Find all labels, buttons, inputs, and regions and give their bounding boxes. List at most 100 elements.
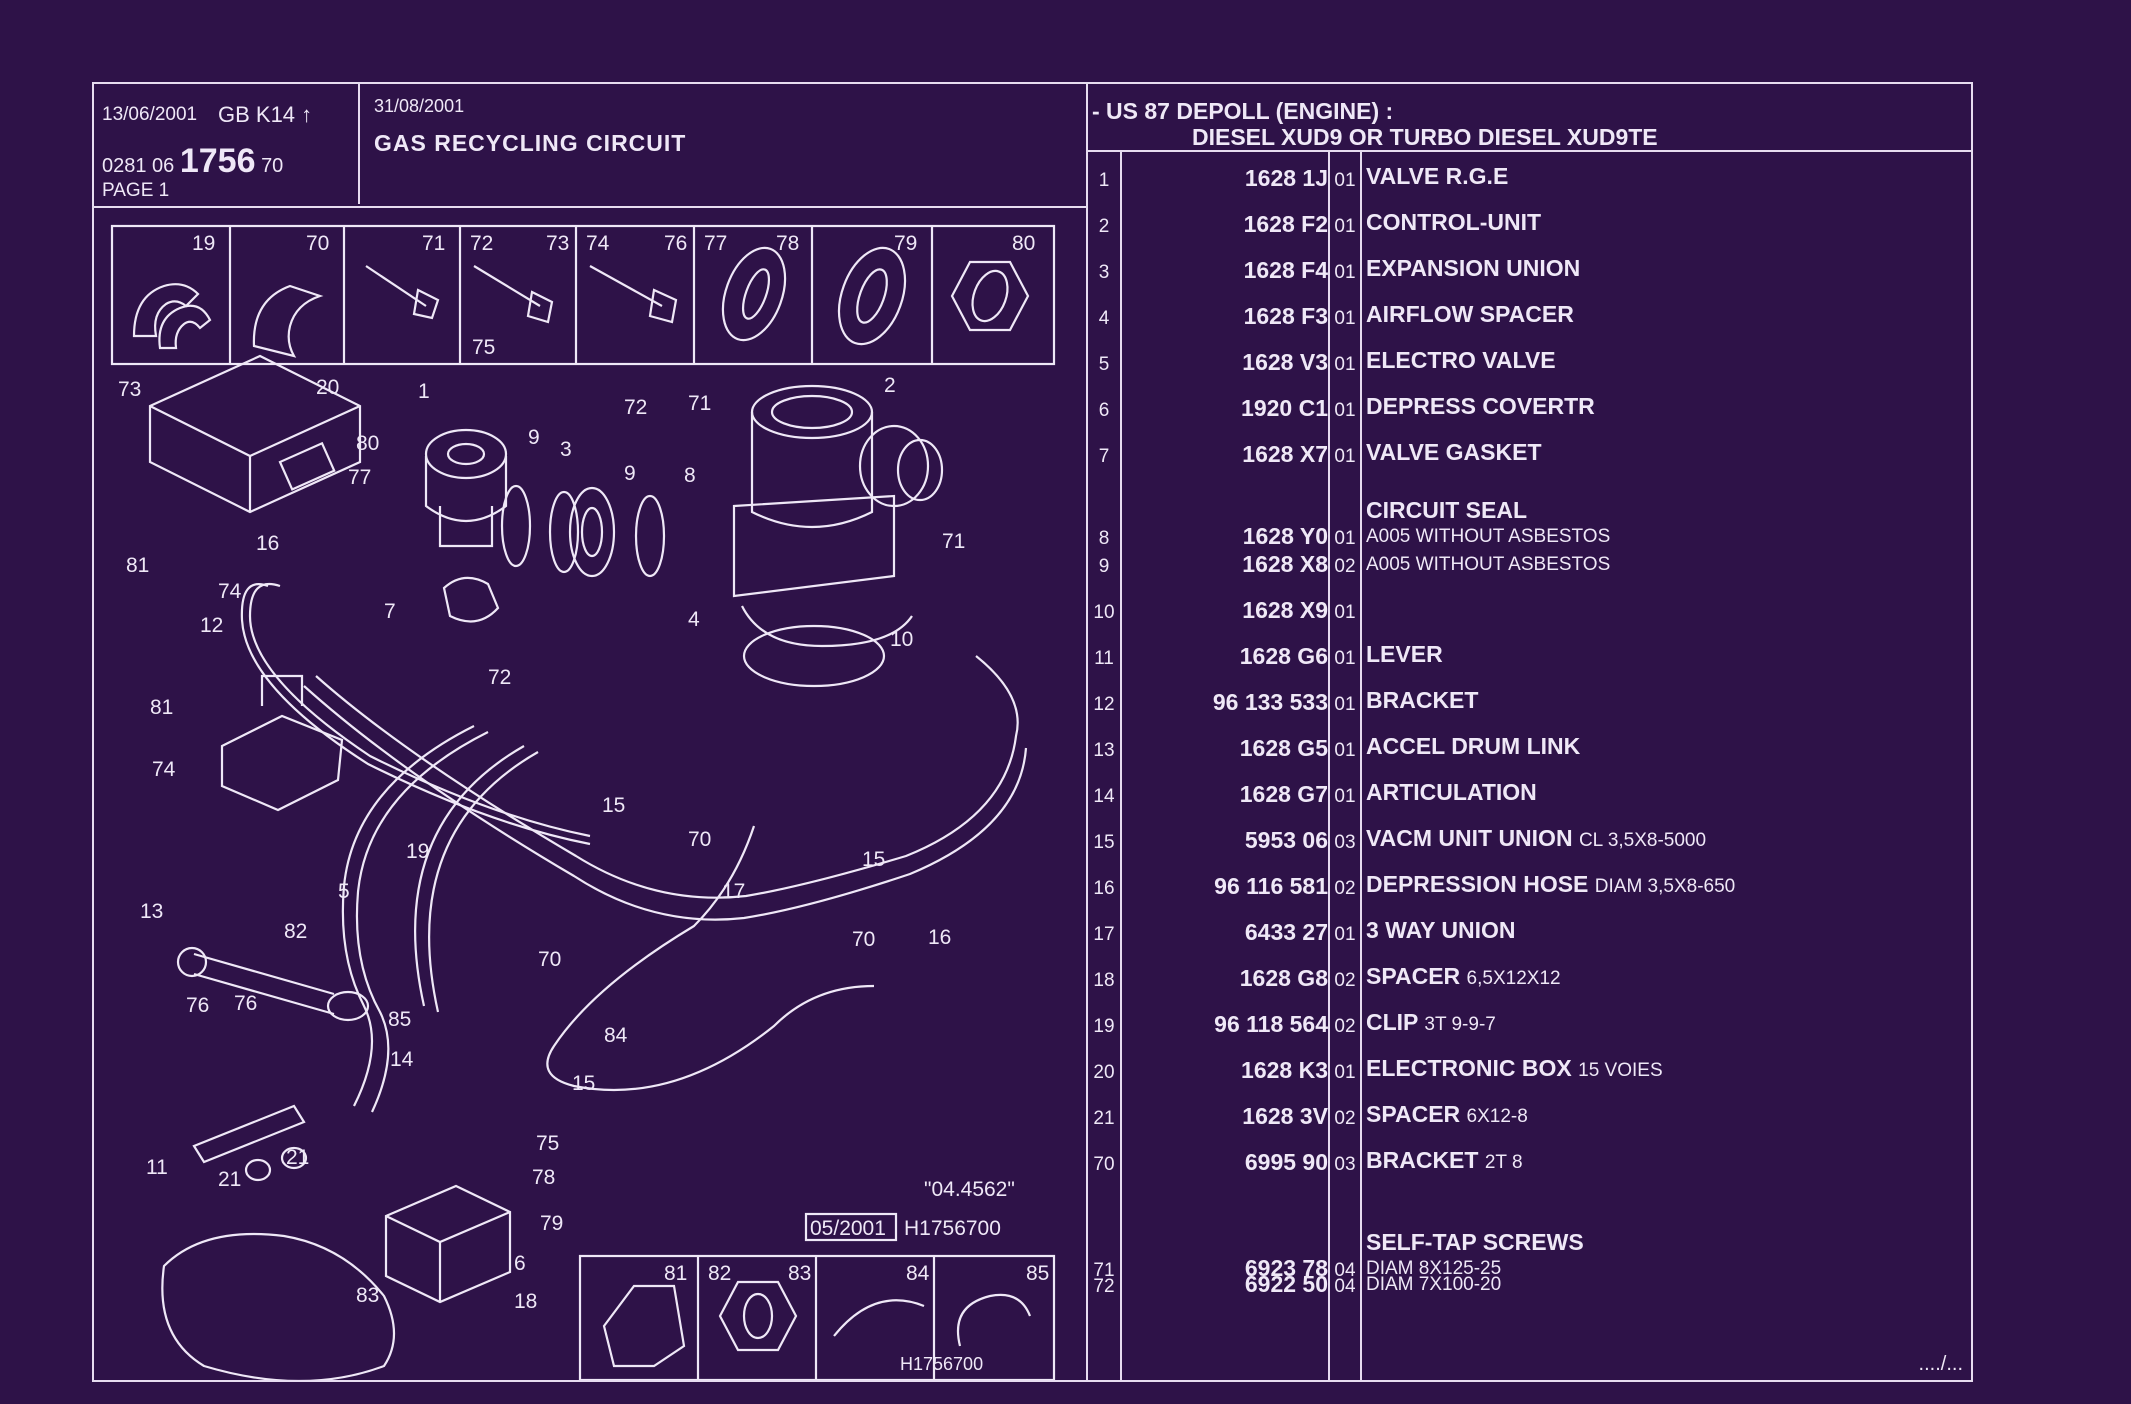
- callout: 75: [472, 336, 495, 359]
- callout: 17: [722, 880, 745, 903]
- callout: 71: [688, 392, 711, 415]
- part-reference: 1628 G6: [1239, 643, 1328, 669]
- callout: 74: [152, 758, 176, 781]
- callout: 19: [406, 840, 429, 863]
- part-reference: 1628 G5: [1239, 735, 1328, 761]
- description-main: DEPRESS COVERTR: [1366, 393, 1595, 419]
- callout: 76: [664, 232, 687, 255]
- quantity: 01: [1334, 216, 1356, 237]
- header-left: 13/06/2001 GB K14 ↑ 0281 06 1756 70 PAGE…: [94, 84, 1088, 208]
- callout: 13: [140, 900, 163, 923]
- description-detail: A005 WITHOUT ASBESTOS: [1366, 554, 1611, 575]
- callout: 18: [514, 1290, 537, 1313]
- callout: 80: [1012, 232, 1035, 255]
- part-description: DIAM 7X100-20: [1366, 1269, 1501, 1296]
- row-index: 4: [1098, 308, 1110, 329]
- description-detail: DIAM 8X125-25: [1366, 1258, 1502, 1279]
- callout: 81: [150, 696, 173, 719]
- callout: 85: [1026, 1262, 1049, 1285]
- quantity: 01: [1334, 694, 1356, 715]
- callout: 4: [688, 608, 700, 631]
- description-detail: 2T 8: [1484, 1152, 1523, 1173]
- exploded-diagram: 19 70 71 72 73 74 76 77 78 79 80 75 73 2…: [94, 206, 1086, 1383]
- description-detail: 15 VOIES: [1578, 1060, 1663, 1081]
- part-suffix: 70: [261, 155, 284, 177]
- callout: 71: [422, 232, 445, 255]
- description-detail: 6,5X12X12: [1466, 968, 1561, 989]
- page-title: GAS RECYCLING CIRCUIT: [374, 130, 687, 156]
- callout: 83: [788, 1262, 811, 1285]
- description-detail: A005 WITHOUT ASBESTOS: [1366, 526, 1611, 547]
- callout: 10: [890, 628, 913, 651]
- row-index: 72: [1093, 1276, 1115, 1297]
- part-reference: 1628 K3: [1241, 1057, 1328, 1083]
- callout-labels: 19 70 71 72 73 74 76 77 78 79 80 75 73 2…: [118, 232, 1049, 1313]
- row-index: 5: [1098, 354, 1110, 375]
- part-reference: 1628 X8: [1242, 551, 1328, 577]
- description-main: CONTROL-UNIT: [1366, 209, 1542, 235]
- callout: 1: [418, 380, 430, 403]
- description-main: VALVE R.G.E: [1366, 163, 1509, 189]
- scope-line-2: DIESEL XUD9 OR TURBO DIESEL XUD9TE: [1192, 124, 1658, 150]
- group-description: CIRCUIT SEAL: [1366, 497, 1527, 523]
- callout: 74: [218, 580, 242, 603]
- callout: 16: [256, 532, 279, 555]
- quantity: 01: [1334, 262, 1356, 283]
- part-prefix: 0281 06: [102, 155, 175, 177]
- clip-icon: [132, 283, 200, 338]
- quantity: 02: [1334, 878, 1356, 899]
- part-reference: 6995 90: [1244, 1149, 1328, 1175]
- washer-icon: [837, 246, 907, 346]
- callout: 3: [560, 438, 572, 461]
- part-description: VACM UNIT UNION CL 3,5X8-5000: [1366, 825, 1706, 852]
- quantity: 01: [1334, 1062, 1356, 1083]
- quantity: 01: [1334, 786, 1356, 807]
- callout: 15: [602, 794, 625, 817]
- description-detail: 3T 9-9-7: [1424, 1014, 1496, 1035]
- depress-cover-part: [384, 1184, 512, 1304]
- row-index: 3: [1098, 262, 1110, 283]
- callout: 74: [586, 232, 610, 255]
- part-description: ELECTRO VALVE: [1366, 347, 1556, 374]
- row-index: 71: [1093, 1260, 1115, 1281]
- row-index: 11: [1094, 648, 1114, 669]
- callout: 78: [776, 232, 799, 255]
- part-description: BRACKET 2T 8: [1366, 1147, 1523, 1174]
- callout: 77: [348, 466, 371, 489]
- quantity: 01: [1334, 400, 1356, 421]
- part-description: CONTROL-UNIT: [1366, 209, 1541, 236]
- drawing-code: "04.4562": [924, 1178, 1015, 1201]
- quantity: 04: [1334, 1260, 1356, 1281]
- row-index: 8: [1098, 528, 1110, 549]
- part-description: LEVER: [1366, 641, 1443, 668]
- description-main: SPACER: [1366, 1101, 1461, 1127]
- callout: 14: [390, 1048, 414, 1071]
- bolt-icon: [589, 265, 678, 324]
- quantity: 04: [1334, 1276, 1356, 1297]
- part-description: DEPRESS COVERTR: [1366, 393, 1595, 420]
- callout: 71: [942, 530, 965, 553]
- callout: 70: [538, 948, 561, 971]
- callout: 79: [894, 232, 917, 255]
- quantity: 02: [1334, 1108, 1356, 1129]
- callout: 9: [624, 462, 636, 485]
- part-reference: 1628 V3: [1242, 349, 1328, 375]
- description-main: SPACER: [1366, 963, 1461, 989]
- part-reference: 1628 F4: [1243, 257, 1328, 283]
- part-number: 0281 06 1756 70: [102, 142, 283, 181]
- description-main: ACCEL DRUM LINK: [1366, 733, 1581, 759]
- callout: 80: [356, 432, 379, 455]
- issue-date: 13/06/2001: [102, 104, 198, 125]
- callout: 15: [572, 1072, 595, 1095]
- callout: 78: [532, 1166, 555, 1189]
- description-main: BRACKET: [1366, 1147, 1479, 1173]
- callout: 73: [118, 378, 141, 401]
